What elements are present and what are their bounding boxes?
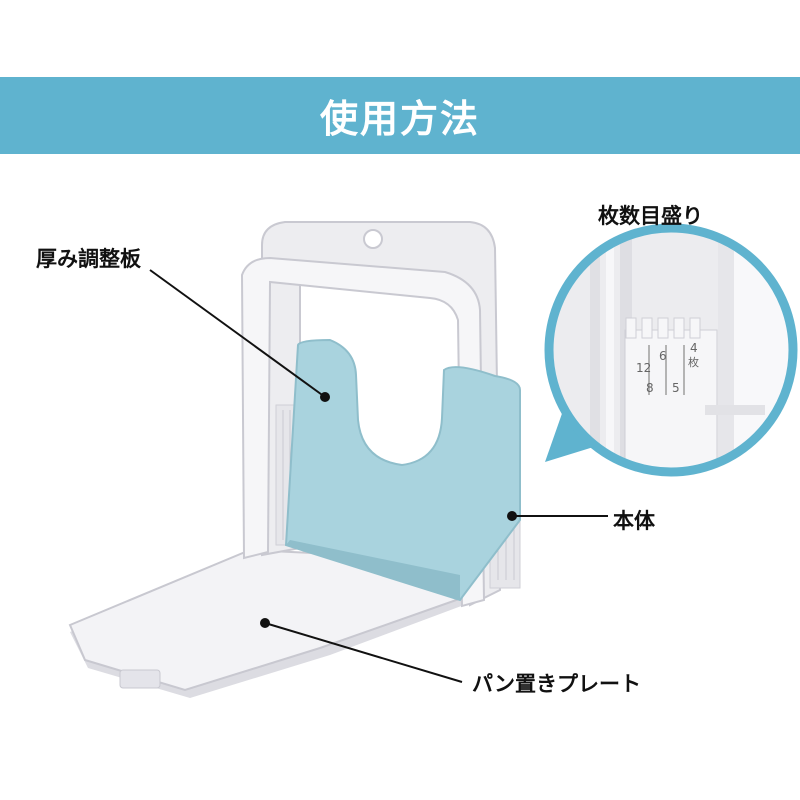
label-bread-plate: パン置きプレート (472, 672, 642, 696)
scale-number-5: 5 (672, 381, 680, 395)
scale-number-4: 4 (690, 341, 698, 355)
header-banner: 使用方法 (0, 77, 800, 154)
scale-number-8: 8 (646, 381, 654, 395)
label-main-body: 本体 (613, 509, 655, 533)
pointer-lines (149, 269, 608, 683)
thickness-plate (284, 338, 521, 602)
label-scale-marks: 枚数目盛り (598, 204, 703, 228)
scale-unit: 枚 (688, 355, 699, 369)
label-thickness-plate: 厚み調整板 (36, 247, 141, 271)
scale-number-12: 12 (636, 361, 651, 375)
scale-number-6: 6 (659, 349, 667, 363)
page-title: 使用方法 (319, 97, 480, 141)
scale-callout: 12 6 4 8 5 枚 (544, 223, 798, 477)
